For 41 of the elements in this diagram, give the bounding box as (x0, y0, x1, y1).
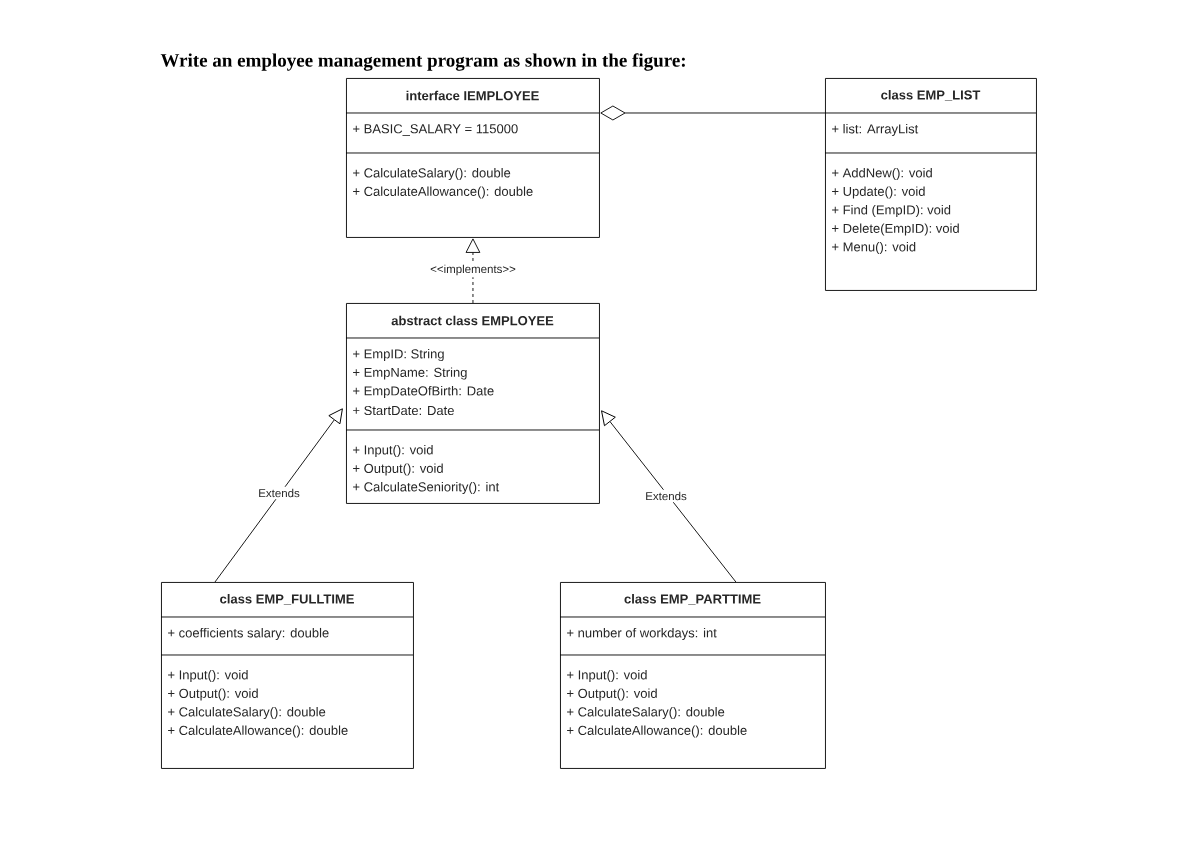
attribute: + EmpDateOfBirth: Date (353, 385, 494, 399)
method: + Find (EmpID): void (832, 204, 951, 218)
method: + Input(): void (168, 669, 248, 683)
method: + Output(): void (168, 688, 258, 701)
method: + CalculateAllowance(): double (168, 725, 348, 738)
method: + Delete(EmpID): void (832, 223, 959, 236)
method: + Input(): void (567, 669, 647, 683)
method: + CalculateAllowance(): double (353, 186, 533, 199)
method: + Menu(): void (832, 241, 916, 255)
method: + CalculateAllowance(): double (567, 725, 747, 738)
method: + Output(): void (567, 688, 657, 701)
attribute: + BASIC_SALARY = 115000 (353, 124, 518, 136)
class-box (824, 78, 1037, 291)
realization-arrow (465, 238, 481, 304)
title: Write an employee management program as shown in the figure: (160, 53, 685, 71)
class-name: class EMP_PARTTIME (624, 594, 761, 605)
attribute: + coefficients salary: double (168, 627, 329, 641)
method: + CalculateSalary(): double (353, 167, 511, 181)
attribute: + EmpID: String (353, 348, 444, 362)
class-name: class EMP_FULLTIME (220, 594, 354, 605)
attribute: + EmpName: String (353, 367, 467, 380)
inheritance-arrow (214, 408, 343, 583)
class-name: interface IEMPLOYEE (406, 90, 539, 101)
method: + Update(): void (832, 186, 925, 199)
class-name: class EMP_LIST (881, 90, 981, 101)
aggregation-line (600, 105, 826, 121)
class-box (160, 582, 414, 769)
method: + AddNew(): void (832, 167, 932, 181)
method: + CalculateSalary(): double (168, 706, 326, 720)
inheritance-arrow (601, 410, 737, 583)
method: + CalculateSeniority(): int (353, 481, 500, 495)
class-box (559, 582, 826, 769)
method: + Input(): void (353, 444, 433, 458)
method: + Output(): void (353, 463, 443, 476)
attribute: + StartDate: Date (353, 405, 454, 416)
class-name: abstract class EMPLOYEE (391, 315, 554, 326)
class-box (345, 303, 600, 504)
class-box (345, 78, 600, 238)
attribute: + list: ArrayList (832, 123, 919, 137)
attribute: + number of workdays: int (567, 627, 717, 641)
method: + CalculateSalary(): double (567, 706, 725, 720)
